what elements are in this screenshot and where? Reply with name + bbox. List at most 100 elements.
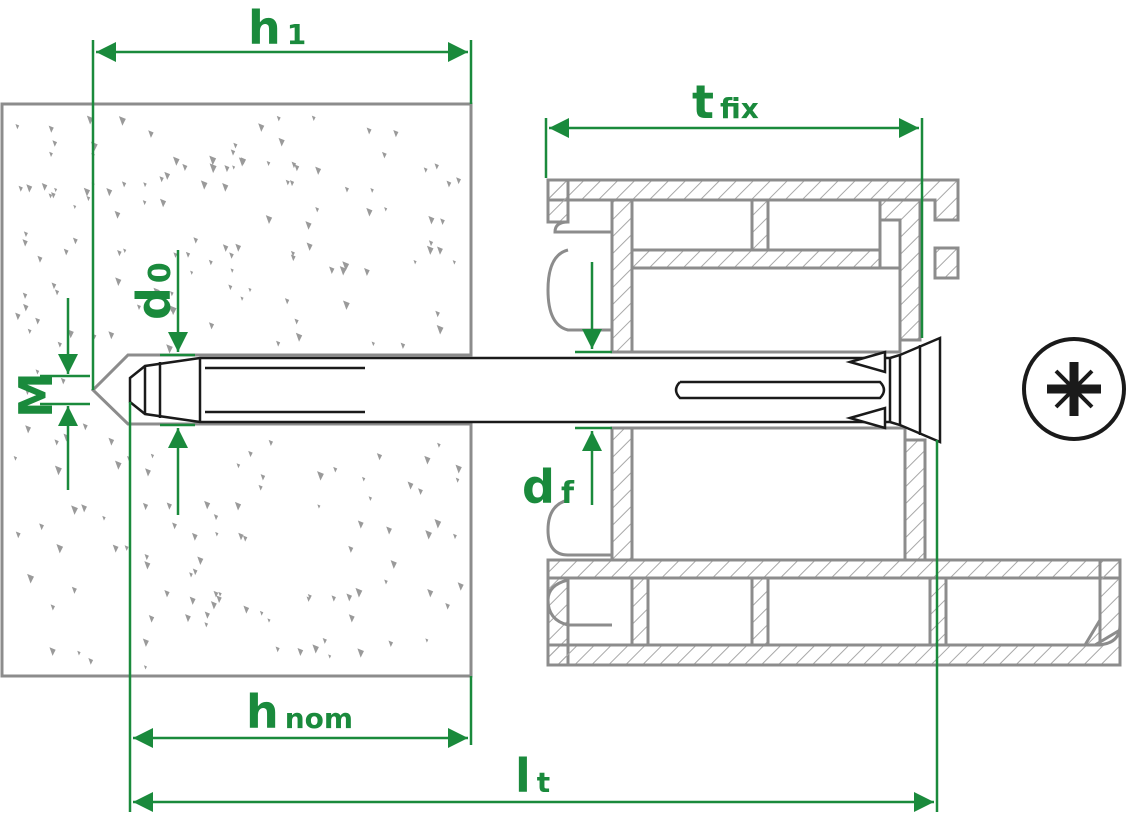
aggregate-speck — [209, 163, 217, 174]
aggregate-speck — [266, 160, 271, 167]
aggregate-speck — [355, 587, 363, 598]
aggregate-speck — [238, 532, 244, 541]
aggregate-speck — [328, 654, 332, 659]
concrete-block — [0, 102, 473, 678]
aggregate-speck — [88, 658, 94, 665]
aggregate-speck — [427, 588, 434, 598]
aggregate-speck — [148, 615, 155, 623]
aggregate-speck — [306, 242, 313, 251]
aggregate-speck — [243, 605, 250, 614]
aggregate-speck — [285, 179, 290, 186]
aggregate-speck — [102, 515, 106, 521]
aggregate-speck — [115, 277, 122, 287]
aggregate-speck — [248, 287, 252, 293]
aggregate-speck — [60, 377, 66, 385]
aggregate-speck — [436, 325, 444, 335]
aggregate-speck — [275, 646, 280, 653]
aggregate-speck — [453, 533, 457, 540]
aggregate-speck — [232, 165, 236, 170]
aggregate-speck — [329, 266, 335, 275]
aggregate-speck — [339, 266, 347, 276]
aggregate-speck — [235, 243, 242, 252]
aggregate-speck — [114, 210, 121, 219]
aggregate-speck — [173, 252, 178, 258]
aggregate-speck — [112, 544, 119, 553]
aggregate-speck — [124, 545, 129, 551]
aggregate-speck — [144, 561, 151, 570]
aggregate-speck — [197, 556, 204, 565]
aggregate-speck — [268, 439, 274, 446]
aggregate-speck — [333, 466, 338, 473]
aggregate-speck — [390, 560, 397, 569]
aggregate-speck — [260, 474, 266, 481]
aggregate-speck — [208, 259, 213, 266]
aggregate-speck — [150, 453, 155, 459]
aggregate-speck — [108, 437, 115, 446]
aggregate-speck — [362, 476, 366, 482]
aggregate-speck — [123, 248, 127, 254]
aggregate-speck — [204, 500, 211, 510]
aggregate-speck — [143, 665, 147, 670]
aggregate-speck — [71, 586, 77, 594]
aggregate-speck — [455, 464, 462, 474]
aggregate-speck — [54, 439, 59, 446]
aggregate-speck — [276, 340, 281, 347]
aggregate-speck — [423, 167, 428, 173]
aggregate-speck — [218, 591, 222, 597]
aggregate-speck — [440, 218, 445, 225]
aggregate-speck — [185, 251, 191, 258]
aggregate-speck — [357, 520, 364, 529]
aggregate-speck — [312, 644, 319, 654]
aggregate-speck — [160, 198, 167, 208]
aggregate-speck — [82, 423, 88, 431]
aggregate-speck — [434, 519, 442, 529]
aggregate-speck — [54, 187, 58, 193]
aggregate-speck — [26, 184, 33, 193]
aggregate-speck — [278, 137, 285, 147]
aggregate-speck — [166, 502, 172, 510]
aggregate-speck — [142, 200, 147, 206]
aggregate-speck — [71, 505, 78, 515]
aggregate-speck — [348, 545, 354, 553]
aggregate-speck — [425, 638, 429, 643]
aggregate-speck — [322, 637, 327, 644]
aggregate-speck — [425, 530, 432, 540]
aggregate-speck — [192, 568, 198, 576]
aggregate-speck — [48, 125, 54, 133]
aggregate-speck — [224, 165, 230, 173]
aggregate-speck — [49, 151, 53, 157]
aggregate-speck — [39, 523, 44, 531]
aggregate-speck — [117, 249, 122, 257]
aggregate-speck — [445, 603, 450, 610]
aggregate-speck — [434, 163, 439, 170]
aggregate-speck — [54, 465, 62, 476]
aggregate-speck — [15, 124, 20, 130]
aggregate-speck — [331, 595, 336, 602]
aggregate-speck — [51, 282, 57, 290]
aggregate-speck — [384, 207, 388, 212]
aggregate-speck — [371, 341, 375, 347]
aggregate-speck — [25, 425, 31, 434]
aggregate-speck — [388, 640, 394, 648]
aggregate-speck — [27, 328, 32, 334]
aggregate-speck — [189, 572, 193, 578]
pozidriv-icon — [1022, 337, 1126, 441]
aggregate-speck — [344, 186, 349, 193]
aggregate-speck — [48, 193, 53, 199]
aggregate-speck — [407, 481, 414, 490]
aggregate-speck — [210, 601, 217, 610]
aggregate-speck — [24, 388, 30, 396]
aggregate-speck — [230, 149, 236, 156]
aggregate-speck — [191, 532, 198, 541]
aggregate-speck — [240, 157, 247, 165]
aggregate-speck — [315, 207, 320, 213]
aggregate-speck — [400, 342, 406, 349]
profile-chambers — [546, 198, 1102, 647]
aggregate-speck — [426, 245, 434, 255]
aggregate-speck — [190, 270, 194, 275]
